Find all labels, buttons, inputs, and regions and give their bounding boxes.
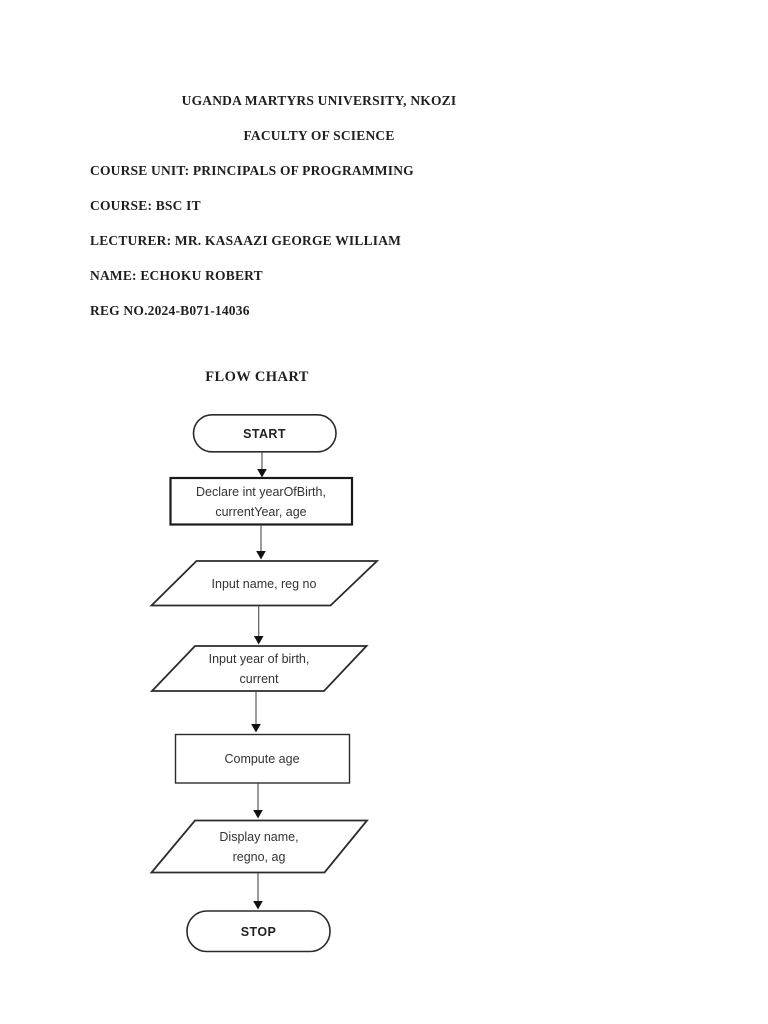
compute-age-label: Compute age xyxy=(224,751,300,766)
university-title: UGANDA MARTYRS UNIVERSITY, NKOZI xyxy=(181,93,457,108)
course-unit-line: COURSE UNIT: PRINCIPALS OF PROGRAMMING xyxy=(90,163,414,178)
course-line: COURSE: BSC IT xyxy=(90,198,201,213)
declare-label: Declare int yearOfBirth, currentYear, ag… xyxy=(196,484,326,519)
display-io-shape xyxy=(149,819,369,874)
document-header: UGANDA MARTYRS UNIVERSITY, NKOZI FACULTY… xyxy=(90,83,548,328)
arrowhead-2-icon xyxy=(256,551,266,560)
input-name-io-shape xyxy=(149,560,380,607)
arrowhead-1-icon xyxy=(257,469,267,478)
start-terminator-shape xyxy=(192,413,337,453)
stop-label: STOP xyxy=(240,924,277,939)
flowchart-title: FLOW CHART xyxy=(205,369,309,385)
arrowhead-4-icon xyxy=(251,724,261,733)
arrowhead-3-icon xyxy=(253,636,264,645)
input-name-label: Input name, reg no xyxy=(211,576,317,591)
student-name-line: NAME: ECHOKU ROBERT xyxy=(90,268,263,283)
declare-process-shape xyxy=(169,476,354,526)
stop-terminator-shape xyxy=(186,910,331,953)
display-label: Display name, regno, ag xyxy=(219,829,299,864)
input-year-io-shape xyxy=(149,645,369,692)
start-label: START xyxy=(243,426,286,441)
lecturer-line: LECTURER: MR. KASAAZI GEORGE WILLIAM xyxy=(90,233,402,248)
compute-age-process-shape xyxy=(174,733,351,784)
arrowhead-6-icon xyxy=(253,901,263,910)
faculty-title: FACULTY OF SCIENCE xyxy=(243,128,395,143)
input-year-label: Input year of birth, current xyxy=(208,651,310,686)
reg-no-line: REG NO.2024-B071-14036 xyxy=(90,303,250,318)
arrowhead-5-icon xyxy=(253,810,263,819)
